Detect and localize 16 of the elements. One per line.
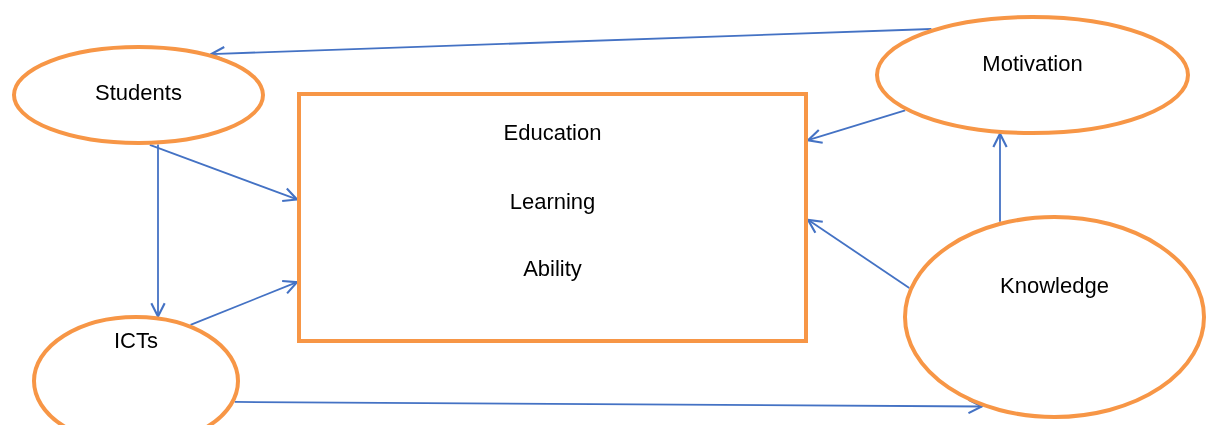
arrow	[189, 279, 299, 326]
arrow	[150, 143, 166, 318]
node-label: Ability	[522, 256, 583, 282]
arrow	[233, 398, 983, 415]
node-label: Knowledge	[999, 273, 1110, 299]
concept-ellipse	[12, 45, 265, 145]
node-label: Motivation	[981, 51, 1084, 77]
arrow	[148, 143, 299, 203]
node-label: Education	[502, 120, 603, 146]
arrow	[992, 132, 1008, 223]
concept-ellipse	[903, 215, 1206, 419]
node-label: Learning	[508, 189, 597, 215]
concept-ellipse	[875, 15, 1190, 135]
node-label: Students	[94, 80, 183, 106]
process-box	[297, 92, 808, 343]
node-label: ICTs	[113, 328, 159, 354]
